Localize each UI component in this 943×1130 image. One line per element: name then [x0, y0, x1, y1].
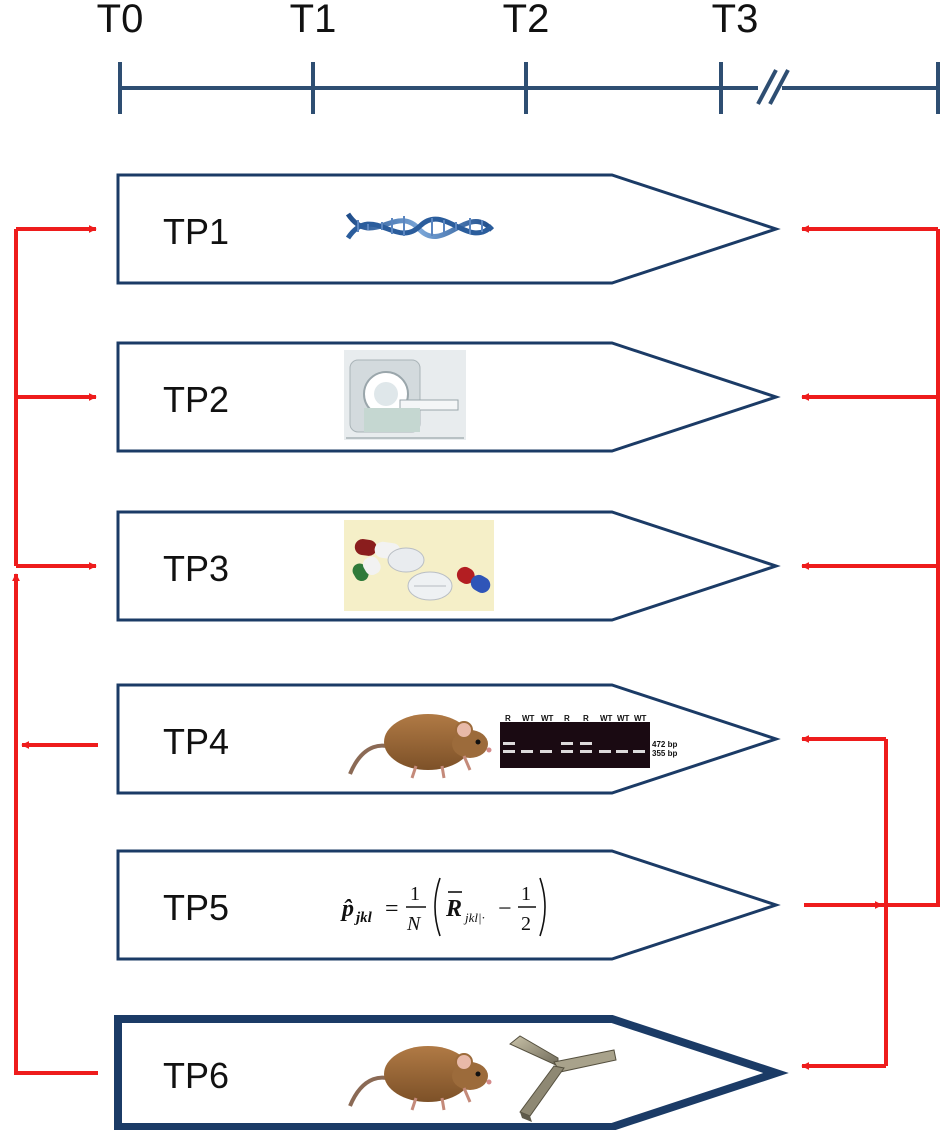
panel-tp4: TP4 R WT WT R R WT WT WT	[116, 683, 781, 795]
formula-frac1-den: N	[406, 913, 422, 935]
band-label-472: 472 bp	[652, 740, 677, 749]
panel-shape	[116, 173, 781, 285]
formula-lhs-subscript: jkl	[354, 910, 373, 926]
formula-frac2-num: 1	[521, 883, 531, 905]
formula-left-paren	[434, 877, 441, 937]
dna-helix-icon	[345, 212, 494, 240]
timeline: T0 T1 T2 T3	[97, 0, 940, 114]
panel-tp5: TP5 p̂ jkl = 1 N R jkl|· − 1 2	[116, 849, 781, 961]
svg-text:WT: WT	[522, 714, 535, 723]
axis-break-mark	[756, 69, 790, 105]
formula-right-paren	[539, 877, 546, 937]
panel-label: TP1	[163, 211, 229, 252]
svg-text:WT: WT	[541, 714, 554, 723]
formula-r-symbol: R	[445, 896, 462, 922]
formula-r-subscript: jkl|·	[463, 910, 485, 925]
panel-tp6: TP6	[114, 1015, 789, 1130]
panel-tp3: TP3	[116, 510, 781, 622]
formula-frac1-num: 1	[410, 883, 420, 905]
svg-text:R: R	[564, 714, 570, 723]
panel-label: TP3	[163, 548, 229, 589]
svg-text:WT: WT	[617, 714, 630, 723]
red-connectors	[12, 225, 940, 1075]
tick-label-t2: T2	[503, 0, 550, 41]
mri-scanner-icon	[344, 350, 466, 440]
tick-label-t1: T1	[290, 0, 337, 41]
svg-text:WT: WT	[600, 714, 613, 723]
formula-frac2-den: 2	[521, 913, 531, 935]
pills-icon	[344, 520, 494, 611]
y-maze-icon	[509, 1035, 617, 1122]
svg-text:WT: WT	[634, 714, 647, 723]
panel-tp1: TP1	[116, 173, 781, 285]
panel-label: TP6	[163, 1055, 229, 1096]
panel-label: TP2	[163, 379, 229, 420]
left-return-line	[12, 573, 98, 1075]
tick-label-t0: T0	[97, 0, 144, 41]
formula-lhs: p̂	[340, 896, 354, 922]
rat-icon	[348, 1046, 492, 1111]
panel-label: TP4	[163, 721, 229, 762]
panel-shape	[116, 849, 781, 961]
formula-minus: −	[498, 896, 512, 922]
svg-text:R: R	[583, 714, 589, 723]
rat-icon	[348, 714, 492, 779]
formula: p̂ jkl = 1 N R jkl|· − 1 2	[340, 877, 546, 937]
tick-label-t3: T3	[712, 0, 759, 41]
pcr-gel-image: R WT WT R R WT WT WT 472 bp 355 bp	[500, 714, 677, 768]
panel-label: TP5	[163, 887, 229, 928]
band-label-355: 355 bp	[652, 749, 677, 758]
svg-text:R: R	[505, 714, 511, 723]
panel-tp2: TP2	[116, 341, 781, 453]
formula-equals: =	[385, 896, 399, 922]
